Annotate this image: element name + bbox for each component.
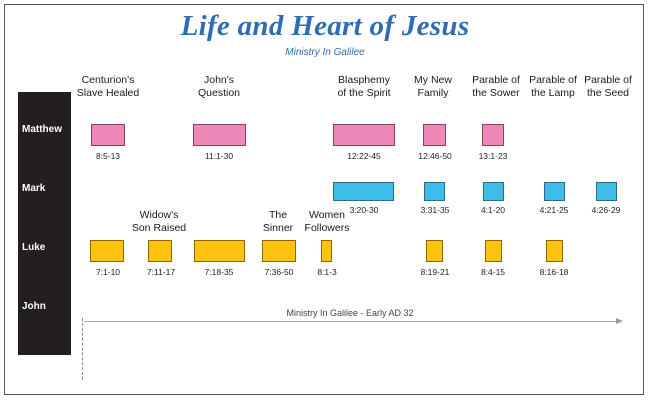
mark-ref: 4:1-20 <box>480 205 506 215</box>
matthew-box <box>333 124 395 146</box>
heading-lamp: Parable of the Lamp <box>514 74 592 100</box>
luke-ref: 7:36-50 <box>264 267 294 277</box>
heading-line: Question <box>197 87 241 99</box>
matthew-ref: 12:22-45 <box>347 151 381 161</box>
heading-sinner: The Sinner <box>239 209 317 235</box>
timeline-arrow-line <box>84 321 618 322</box>
heading-line: Centurion's <box>81 74 135 86</box>
luke-box <box>546 240 563 262</box>
luke-box <box>194 240 245 262</box>
timeline-label: Ministry In Galilee - Early AD 32 <box>286 308 414 318</box>
luke-box <box>426 240 443 262</box>
luke-box <box>321 240 332 262</box>
matthew-ref: 11:1-30 <box>204 151 234 161</box>
heading-line: Parable of <box>529 74 577 86</box>
mark-box <box>544 182 565 201</box>
start-guide-line <box>82 318 83 380</box>
heading-new-family: My New Family <box>394 74 472 100</box>
luke-ref: 7:1-10 <box>95 267 121 277</box>
luke-ref: 8:16-18 <box>539 267 569 277</box>
heading-line: the Seed <box>586 87 630 99</box>
matthew-box <box>91 124 125 146</box>
luke-ref: 7:18-35 <box>204 267 234 277</box>
heading-line: Parable of <box>472 74 520 86</box>
mark-ref: 3:20-30 <box>349 205 379 215</box>
diagram-title: Life and Heart of Jesus <box>180 10 470 42</box>
mark-ref: 4:26-29 <box>591 205 621 215</box>
heading-johns-question: John's Question <box>180 74 258 100</box>
luke-ref: 8:4-15 <box>480 267 506 277</box>
mark-ref: 3:31-35 <box>420 205 450 215</box>
mark-box <box>333 182 394 201</box>
luke-box <box>148 240 172 262</box>
heading-line: Slave Healed <box>76 87 140 99</box>
matthew-ref: 13:1-23 <box>478 151 508 161</box>
heading-seed: Parable of the Seed <box>569 74 647 100</box>
heading-line: Blasphemy <box>338 74 390 86</box>
diagram-subtitle: Ministry In Galilee <box>285 47 365 58</box>
matthew-ref: 12:46-50 <box>418 151 452 161</box>
gospel-sidebar <box>18 92 71 355</box>
heading-women: Women Followers <box>288 209 366 235</box>
matthew-box <box>193 124 246 146</box>
mark-box <box>483 182 504 201</box>
heading-line: Sinner <box>262 222 294 234</box>
heading-line: Son Raised <box>131 222 187 234</box>
heading-line: John's <box>203 74 235 86</box>
mark-ref: 4:21-25 <box>539 205 569 215</box>
heading-centurion: Centurion's Slave Healed <box>69 74 147 100</box>
heading-line: Family <box>417 87 449 99</box>
heading-line: The <box>268 209 288 221</box>
heading-sower: Parable of the Sower <box>457 74 535 100</box>
matthew-box <box>423 124 446 146</box>
row-label-luke: Luke <box>22 242 46 253</box>
luke-box <box>90 240 124 262</box>
row-label-matthew: Matthew <box>22 124 62 135</box>
heading-line: My New <box>414 74 452 86</box>
heading-widows-son: Widow's Son Raised <box>120 209 198 235</box>
diagram-frame <box>4 4 644 395</box>
matthew-box <box>482 124 504 146</box>
luke-ref: 7:11-17 <box>146 267 176 277</box>
luke-ref: 8:19-21 <box>420 267 450 277</box>
row-label-mark: Mark <box>22 183 46 194</box>
heading-line: Followers <box>304 222 350 234</box>
mark-box <box>596 182 617 201</box>
luke-box <box>262 240 296 262</box>
heading-line: the Lamp <box>531 87 575 99</box>
heading-line: Widow's <box>139 209 179 221</box>
row-label-john: John <box>22 301 46 312</box>
heading-line: Parable of <box>584 74 632 86</box>
luke-ref: 8:1-3 <box>317 267 337 277</box>
matthew-ref: 8:5-13 <box>95 151 121 161</box>
heading-line: of the Spirit <box>337 87 391 99</box>
heading-line: the Sower <box>472 87 520 99</box>
luke-box <box>485 240 502 262</box>
heading-line: Women <box>309 209 345 221</box>
timeline-arrow-head-icon <box>616 318 623 324</box>
mark-box <box>424 182 445 201</box>
heading-blasphemy: Blasphemy of the Spirit <box>325 74 403 100</box>
